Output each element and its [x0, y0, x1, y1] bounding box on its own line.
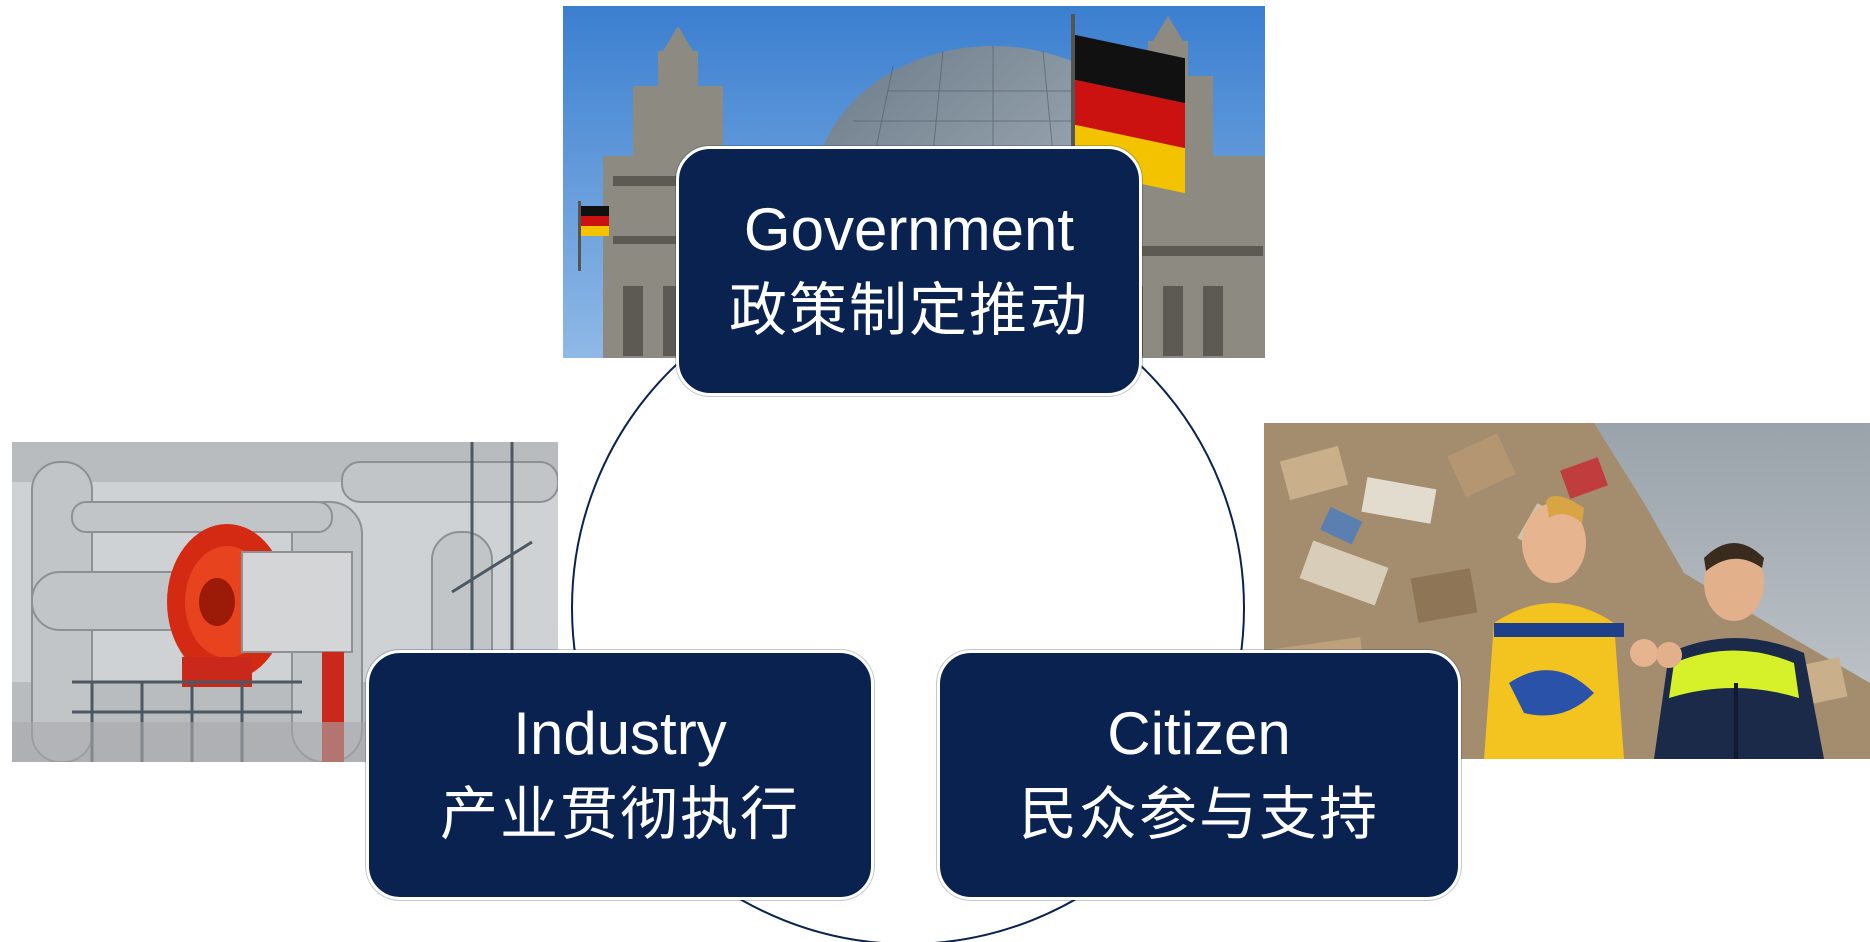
citizen-label-zh: 民众参与支持 [1018, 780, 1379, 848]
citizen-photo [1264, 423, 1870, 759]
citizen-box: Citizen 民众参与支持 [937, 650, 1461, 900]
government-label-zh: 政策制定推动 [728, 276, 1089, 344]
government-box: Government 政策制定推动 [676, 146, 1142, 396]
industry-label-en: Industry [513, 700, 727, 767]
citizen-label-en: Citizen [1107, 700, 1291, 767]
industry-label-zh: 产业贯彻执行 [439, 780, 800, 848]
industry-box: Industry 产业贯彻执行 [366, 650, 874, 900]
government-label-en: Government [743, 196, 1075, 263]
industry-photo [12, 442, 558, 762]
